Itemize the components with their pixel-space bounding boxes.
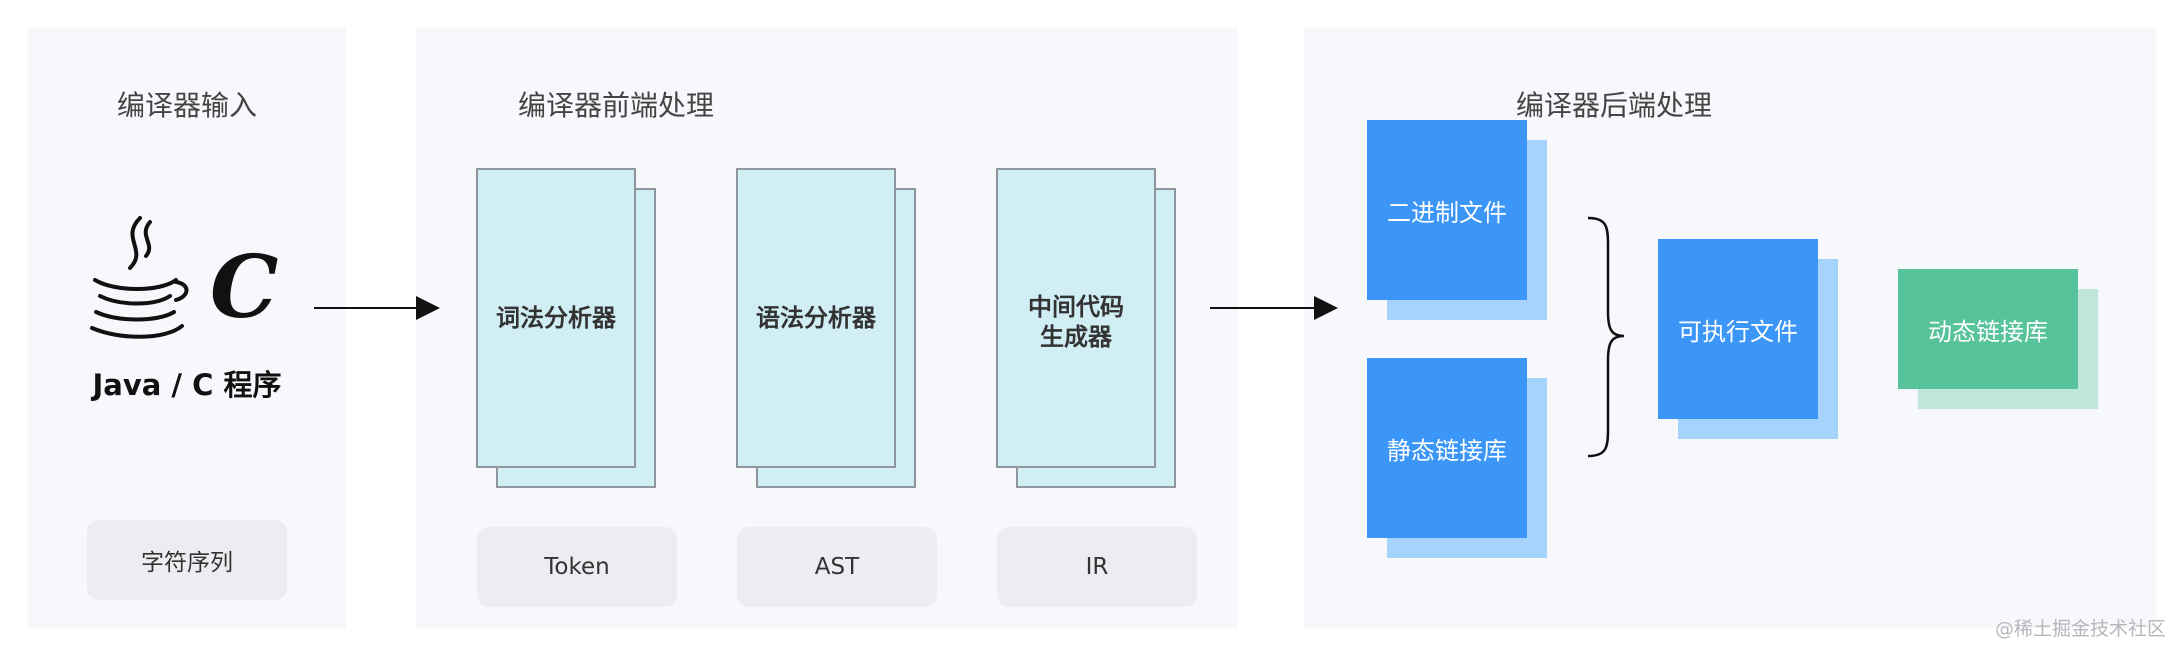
ast-tag: AST bbox=[737, 527, 937, 607]
ir-generator-stage-card: 中间代码 生成器 bbox=[996, 168, 1156, 468]
lexer-stage: 词法分析器 bbox=[476, 168, 658, 488]
ir-generator-label-line1: 中间代码 bbox=[1028, 293, 1124, 321]
binary-file-card: 二进制文件 bbox=[1367, 120, 1527, 300]
executable-node: 可执行文件 bbox=[1658, 239, 1840, 439]
static-lib-label: 静态链接库 bbox=[1387, 436, 1507, 465]
parser-stage: 语法分析器 bbox=[736, 168, 918, 488]
dynamic-lib-label: 动态链接库 bbox=[1928, 317, 2048, 346]
dynamic-lib-node: 动态链接库 bbox=[1898, 269, 2100, 411]
char-sequence-tag: 字符序列 bbox=[87, 520, 287, 600]
frontend-panel-title: 编译器前端处理 bbox=[517, 89, 714, 122]
input-panel-title: 编译器输入 bbox=[116, 89, 257, 122]
binary-file-node: 二进制文件 bbox=[1367, 120, 1549, 320]
static-lib-node: 静态链接库 bbox=[1367, 358, 1549, 558]
c-logo-icon: C bbox=[210, 237, 279, 338]
backend-panel-title: 编译器后端处理 bbox=[1515, 89, 1712, 122]
dynamic-lib-card: 动态链接库 bbox=[1898, 269, 2078, 389]
ir-generator-stage: 中间代码 生成器 bbox=[996, 168, 1178, 488]
parser-stage-card: 语法分析器 bbox=[736, 168, 896, 468]
lexer-stage-card: 词法分析器 bbox=[476, 168, 636, 468]
static-lib-card: 静态链接库 bbox=[1367, 358, 1527, 538]
token-tag: Token bbox=[477, 527, 677, 607]
executable-label: 可执行文件 bbox=[1678, 317, 1798, 346]
binary-file-label: 二进制文件 bbox=[1387, 198, 1507, 227]
ir-tag: IR bbox=[997, 527, 1197, 607]
watermark: @稀土掘金技术社区 bbox=[1994, 618, 2166, 640]
ir-generator-label-line2: 生成器 bbox=[1040, 323, 1112, 351]
executable-card: 可执行文件 bbox=[1658, 239, 1818, 419]
source-program-label: Java / C 程序 bbox=[92, 368, 282, 402]
parser-label: 语法分析器 bbox=[756, 304, 876, 332]
lexer-label: 词法分析器 bbox=[496, 304, 616, 332]
